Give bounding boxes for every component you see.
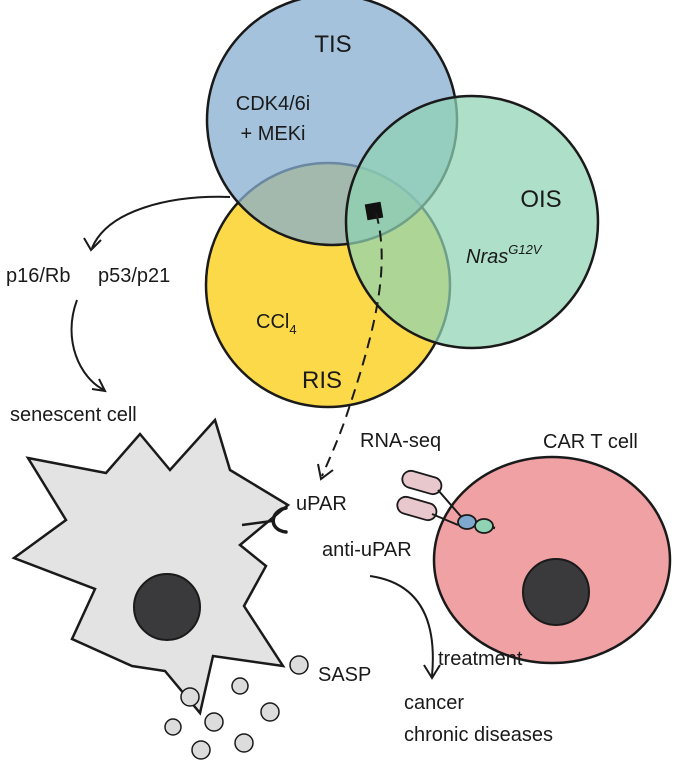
car-construct	[396, 469, 496, 534]
rna-seq-dashed-path	[321, 212, 383, 477]
ris-inducer-base: CCl	[256, 311, 289, 333]
ris-inducer: CCl4	[256, 311, 297, 337]
arrowhead-pathways-to-senescent-cell	[91, 378, 107, 393]
car-hinge-upper	[437, 489, 465, 521]
ois-label: OIS	[520, 186, 561, 213]
sasp-dot	[164, 718, 182, 736]
tis-inducer-line2: + MEKi	[240, 123, 305, 145]
rna-seq-arrowhead	[317, 463, 334, 481]
venn-diagram	[204, 0, 600, 409]
rna-seq-sample-marker	[364, 201, 384, 221]
senescent-cell-label: senescent cell	[10, 404, 137, 426]
upar-label: uPAR	[296, 493, 347, 515]
arrow-venn-to-pathways	[91, 195, 231, 249]
ois-inducer-superscript: G12V	[508, 242, 543, 257]
car-t-nucleus	[522, 558, 590, 626]
tis-inducer-line1: CDK4/6i	[236, 93, 310, 115]
ris-label: RIS	[302, 367, 342, 394]
sasp-dot	[180, 687, 200, 707]
sasp-dot	[204, 712, 224, 732]
sasp-factors	[164, 655, 309, 760]
ois-inducer: NrasG12V	[466, 242, 543, 268]
upar-stem	[241, 519, 273, 527]
car-signaling-domain-green	[474, 518, 494, 534]
sasp-dot	[231, 677, 249, 695]
ris-inducer-subscript: 4	[289, 322, 296, 337]
outcome-chronic-diseases: chronic diseases	[404, 724, 553, 746]
p53-p21-label: p53/p21	[98, 265, 170, 287]
treatment-arrow	[369, 575, 434, 677]
p16-rb-label: p16/Rb	[6, 265, 71, 287]
tis-label: TIS	[314, 31, 351, 58]
sasp-dot	[260, 702, 280, 722]
car-signaling-domain-blue	[457, 514, 477, 530]
senescent-cell-body	[11, 417, 291, 716]
car-t-label: CAR T cell	[543, 431, 638, 453]
ois-inducer-base: Nras	[466, 246, 508, 268]
car-heavy-chain-upper	[401, 469, 443, 496]
anti-upar-label: anti-uPAR	[322, 539, 412, 561]
senescent-cell-nucleus	[133, 573, 201, 641]
sasp-dot	[234, 733, 254, 753]
ois-circle	[344, 94, 600, 350]
sasp-label: SASP	[318, 664, 371, 686]
treatment-label: treatment	[438, 648, 523, 670]
sasp-dot	[289, 655, 309, 675]
upar-receptor-cup	[271, 506, 288, 534]
rna-seq-label: RNA-seq	[360, 430, 441, 452]
arrow-pathways-to-senescent-cell	[70, 299, 105, 391]
arrowhead-venn-to-pathways	[83, 237, 102, 252]
outcome-cancer: cancer	[404, 692, 464, 714]
treatment-arrowhead	[423, 664, 441, 680]
car-hinge-lower	[431, 513, 459, 526]
car-heavy-chain-lower	[396, 495, 438, 522]
sasp-dot	[191, 740, 211, 760]
